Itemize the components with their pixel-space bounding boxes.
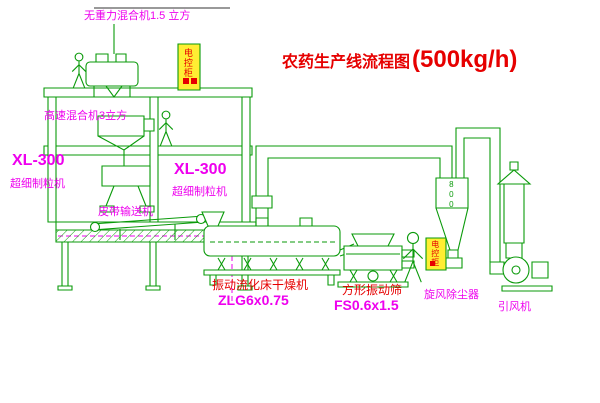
label-granulator-mid-name: 超细制粒机 (172, 186, 227, 198)
label-cabinet-top: 电控柜 (182, 48, 193, 78)
label-granulator-left-model: XL-300 (12, 152, 65, 169)
fluid-bed-dryer (202, 212, 358, 285)
label-granulator-left-name: 超细制粒机 (10, 178, 65, 190)
high-speed-mixer (98, 116, 154, 166)
granulator (100, 166, 154, 212)
label-belt-conveyor: 皮带输送机 (98, 206, 153, 218)
label-dryer-model: ZLG6x0.75 (218, 292, 289, 308)
gravity-mixer (86, 24, 138, 97)
label-high-speed-mixer: 高速混合机3立方 (44, 110, 128, 122)
label-cyclone: 旋风除尘器 (424, 289, 479, 301)
label-screen-name: 方形振动筛 (342, 283, 403, 297)
label-dryer-name: 振动流化床干燥机 (212, 278, 309, 292)
person-icon (158, 110, 174, 147)
diagram-title-text: 农药生产线流程图 (282, 54, 411, 71)
exhaust-duct (252, 146, 452, 226)
control-cabinet-top (178, 44, 200, 90)
label-gravity-mixer: 无重力混合机1.5 立方 (84, 10, 191, 22)
induced-draft-fan (502, 243, 552, 291)
belt-conveyor (91, 215, 206, 241)
exhaust-stack (498, 162, 530, 243)
vibrating-screen (338, 234, 414, 287)
cyclone-outlet-duct (456, 128, 504, 274)
label-cabinet-right: 电控柜 (430, 240, 440, 267)
label-granulator-mid-model: XL-300 (174, 161, 227, 178)
diagram-title: 农药生产线流程图 (500kg/h) (282, 46, 517, 74)
label-screen-model: FS0.6x1.5 (334, 297, 399, 313)
label-fan: 引风机 (498, 301, 531, 313)
cyclone-separator (436, 178, 468, 268)
diagram-title-capacity: (500kg/h) (412, 46, 518, 73)
person-icon (71, 52, 87, 89)
control-cabinet-right (426, 238, 446, 270)
label-cyclone-dimension: 800 (446, 180, 456, 210)
